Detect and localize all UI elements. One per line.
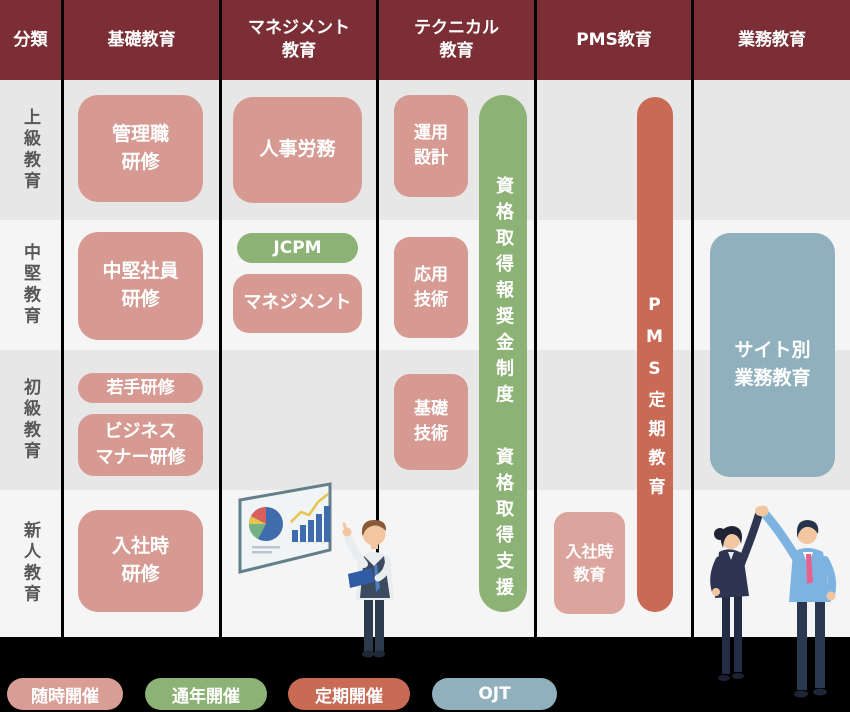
box-business-manner-training: ビジネス マナー研修 <box>78 414 203 476</box>
box-hr-labor: 人事労務 <box>233 97 362 203</box>
box-basic-tech: 基礎 技術 <box>394 374 468 470</box>
high-five-man <box>757 505 837 698</box>
column-divider <box>219 0 222 637</box>
header-management: マネジメント 教育 <box>222 0 376 80</box>
high-five-illustration <box>710 505 837 698</box>
header-business: 業務教育 <box>694 0 850 80</box>
row-label-advanced-wrap: 上級教育 <box>0 80 61 220</box>
legend-ojt: OJT <box>432 678 557 710</box>
presenter-illustration <box>238 482 394 658</box>
bar-chart <box>292 506 330 542</box>
bar-qualification-support: 資格取得報奨金制度資格取得支援 <box>479 95 527 612</box>
box-site-education: サイト別 業務教育 <box>710 233 835 477</box>
box-jcpm: JCPM <box>237 233 358 263</box>
box-management: マネジメント <box>233 274 362 333</box>
legend-periodic: 定期開催 <box>288 678 410 710</box>
bar-pms-periodic: PMS定期教育 <box>637 97 673 612</box>
row-label-newcomer: 新人教育 <box>20 521 40 606</box>
whiteboard <box>238 482 332 574</box>
header-basic: 基礎教育 <box>64 0 219 80</box>
box-applied-tech: 応用 技術 <box>394 237 468 338</box>
box-operation-design: 運用 設計 <box>394 95 468 197</box>
legend-anytime: 随時開催 <box>7 678 123 710</box>
header-technical: テクニカル 教育 <box>379 0 534 80</box>
qualification-incentive-label: 資格取得報奨金制度 <box>493 176 514 412</box>
box-management-training: 管理職 研修 <box>78 95 203 202</box>
presenter-person <box>342 520 394 658</box>
bar-pms-periodic-text: PMS定期教育 <box>644 295 665 507</box>
trend-line <box>290 493 329 523</box>
box-young-training: 若手研修 <box>78 373 203 403</box>
row-label-middle-wrap: 中堅教育 <box>0 220 61 350</box>
box-mid-level-training: 中堅社員 研修 <box>78 232 203 340</box>
column-divider <box>376 0 379 637</box>
high-five-woman <box>710 506 765 681</box>
qualification-support-label: 資格取得支援 <box>493 447 514 604</box>
box-onboarding-education: 入社時 教育 <box>554 512 625 614</box>
row-label-elementary-wrap: 初級教育 <box>0 350 61 490</box>
column-divider <box>61 0 64 637</box>
row-label-newcomer-wrap: 新人教育 <box>0 490 61 637</box>
row-label-middle: 中堅教育 <box>20 242 40 328</box>
row-label-elementary: 初級教育 <box>20 377 40 463</box>
row-label-advanced: 上級教育 <box>20 107 40 193</box>
bar-qualification-support-text: 資格取得報奨金制度資格取得支援 <box>490 176 516 604</box>
column-divider <box>534 0 537 637</box>
legend-year-round: 通年開催 <box>145 678 267 710</box>
header-category: 分類 <box>0 0 61 80</box>
column-divider <box>691 0 694 637</box>
header-pms: PMS教育 <box>537 0 691 80</box>
box-onboarding-training: 入社時 研修 <box>78 510 203 612</box>
